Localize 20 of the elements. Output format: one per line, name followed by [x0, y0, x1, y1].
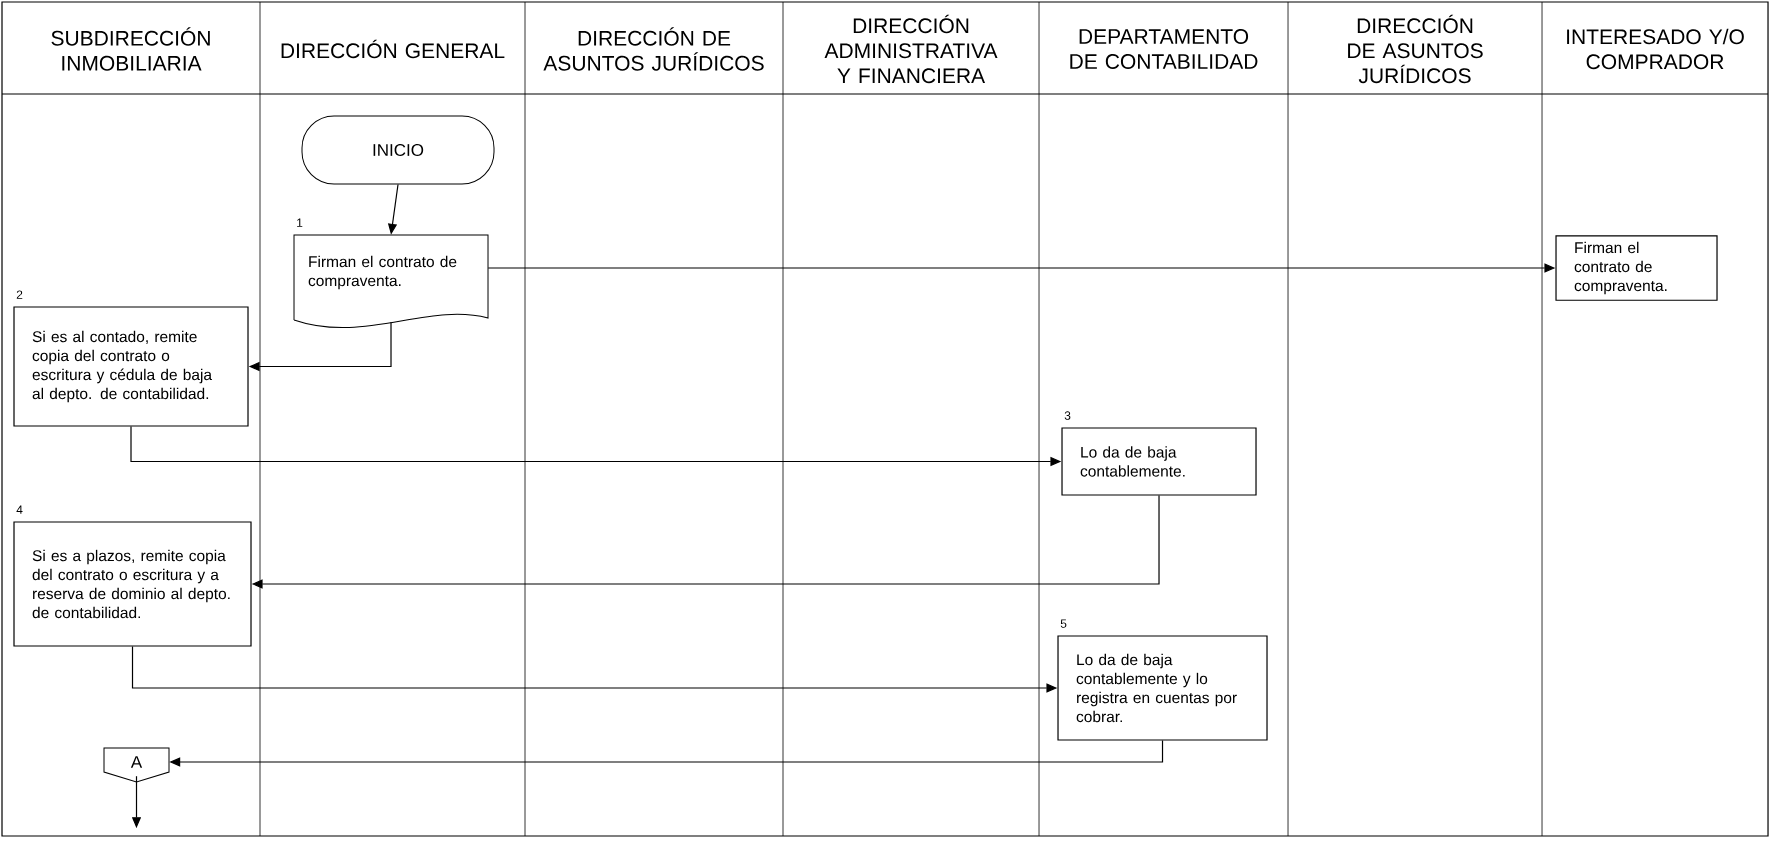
process-box: Si es al contado, remite copia del contrato o escritura y cédula de baja al depto. de contabilidad.: [13, 306, 249, 427]
step-number: 2: [16, 290, 23, 299]
lane-header: INTERESADO Y/O COMPRADOR: [1567, 28, 1744, 70]
lane-header: SUBDIRECCIÓN INMOBILIARIA: [51, 27, 210, 71]
step-number: 4: [16, 505, 23, 514]
lane-header: DEPARTAMENTO DE CONTABILIDAD: [1070, 29, 1258, 69]
lane-header: DIRECCIÓN GENERAL: [281, 39, 505, 59]
step-number: 1: [297, 218, 303, 227]
lane-header: DIRECCIÓN ADMINISTRATIVA Y FINANCIERA: [824, 14, 998, 84]
document-box: Firman el contrato de compraventa.: [293, 234, 489, 329]
start-terminal: INICIO: [301, 115, 495, 185]
lane-header: DIRECCIÓN DE ASUNTOS JURÍDICOS: [543, 27, 764, 71]
lane-header: DIRECCIÓN DE ASUNTOS JURÍDICOS: [1348, 14, 1483, 84]
process-box: Si es a plazos, remite copia del contrato o escritura y a reserva de dominio al depto. de contabilidad.: [13, 521, 252, 647]
off-page-connector: A: [103, 747, 170, 783]
process-box: Firman el contrato de compraventa.: [1555, 235, 1718, 301]
process-box: Lo da de baja contablemente.: [1061, 427, 1257, 496]
step-number: 3: [1064, 411, 1071, 420]
process-box: Lo da de baja contablemente y lo registra en cuentas por cobrar.: [1057, 635, 1268, 741]
step-number: 5: [1060, 619, 1067, 628]
